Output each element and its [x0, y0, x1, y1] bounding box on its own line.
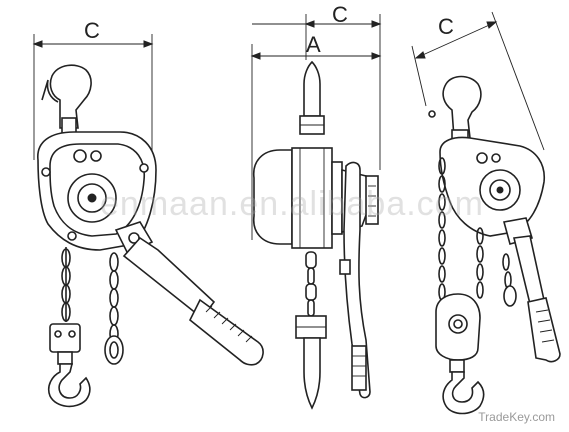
front-bottom-hook — [47, 323, 91, 408]
angled-bottom-hook — [435, 293, 485, 415]
angled-body — [439, 136, 545, 245]
side-dimension-c: C — [252, 2, 382, 170]
front-view: C — [32, 18, 264, 408]
front-load-chain — [61, 247, 71, 322]
front-top-hook — [41, 64, 92, 137]
front-dimension-label: C — [84, 18, 100, 43]
angled-dimension-label: C — [438, 14, 454, 39]
side-load-chain — [305, 251, 317, 317]
watermark: enmaan.en.alibaba.com — [100, 185, 484, 223]
side-dimension-a: A — [250, 32, 382, 240]
angled-lever — [513, 235, 561, 363]
side-dimension-label-a: A — [306, 32, 321, 57]
angled-slack-chain — [476, 227, 517, 307]
side-dimension-label-c: C — [332, 2, 348, 27]
front-slack-chain — [104, 252, 124, 365]
side-top-hook — [299, 60, 325, 135]
side-bottom-hook — [295, 315, 327, 410]
angled-load-chain — [438, 157, 446, 301]
side-view: C A — [250, 2, 382, 410]
angled-view: C — [411, 11, 561, 415]
angled-top-hook — [428, 75, 482, 149]
angled-dimension-c: C — [411, 11, 545, 151]
front-body — [37, 131, 157, 256]
front-dimension-c: C — [32, 18, 154, 160]
credit-text: TradeKey.com — [478, 410, 555, 424]
front-lever — [122, 236, 264, 366]
side-lever — [339, 161, 371, 399]
